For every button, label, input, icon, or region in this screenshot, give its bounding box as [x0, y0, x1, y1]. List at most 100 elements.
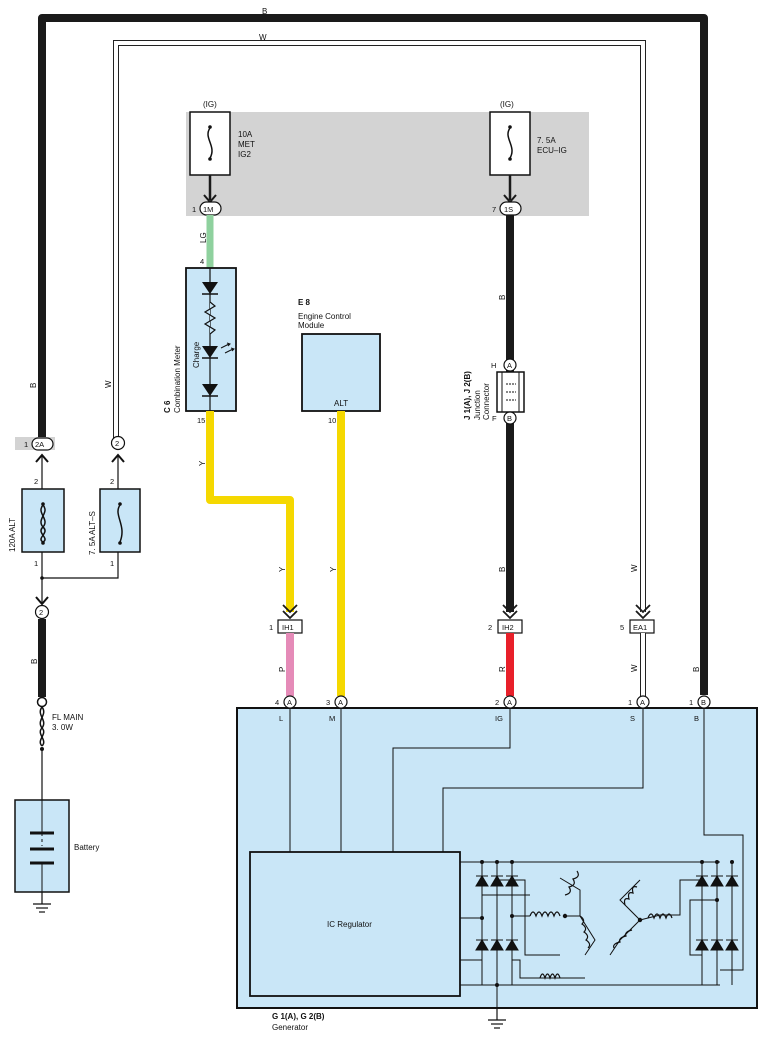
battery-label: Battery	[74, 843, 99, 852]
wire-label-top-b: B	[262, 7, 267, 16]
wire-label-left-b: B	[29, 383, 38, 388]
meter-code: C 6	[163, 400, 172, 413]
wire-label-meter-y: Y	[198, 460, 207, 466]
pin-1s: 7	[492, 205, 496, 214]
ecm-code: E 8	[298, 298, 311, 307]
wire-label-gen-b: B	[692, 667, 701, 672]
fuse-120a-alt-label: 120A ALT	[8, 518, 17, 552]
meter-name: Combination Meter	[173, 345, 182, 413]
rectifier-diodes	[475, 875, 739, 951]
junction-code: J 1(A), J 2(B)	[463, 371, 472, 420]
connector-ih2-label: IH2	[502, 623, 514, 632]
gen-pin-m-num: 3	[326, 698, 330, 707]
wire-label-lg: LG	[199, 232, 208, 243]
wire-label-ih1-y: Y	[278, 566, 287, 572]
ig-label-ecu: (IG)	[500, 100, 514, 109]
pin-fuse-alts-bottom: 1	[110, 559, 114, 568]
meter-diode-bottom	[202, 384, 218, 396]
fuse-met-amp: 10A	[238, 130, 253, 139]
junction-name-1: Junction	[473, 390, 482, 420]
rotor-coil-2	[623, 886, 638, 906]
rotor-coil-3	[613, 929, 633, 949]
ground-icon-generator	[488, 1008, 506, 1029]
pin-ih1: 1	[269, 623, 273, 632]
gen-pin-ig-num: 2	[495, 698, 499, 707]
generator-code: G 1(A), G 2(B)	[272, 1012, 325, 1021]
wire-label-top-w: W	[259, 33, 267, 42]
gen-pin-s-num: 1	[628, 698, 632, 707]
pin-ecm-10: 10	[328, 416, 336, 425]
ic-regulator	[249, 851, 461, 997]
fl-main-label: FL MAIN	[52, 713, 83, 722]
wire-label-s-w: W	[630, 564, 639, 572]
gen-pin-m-a: A	[338, 698, 343, 707]
junction-pin-f-label: F	[492, 414, 497, 423]
fuse-alt-s-label: 7. 5A ALT–S	[88, 511, 97, 555]
fuse-ecu-amp: 7. 5A	[537, 136, 556, 145]
ground-icon-battery	[33, 892, 51, 913]
fuse-met-circuit: IG2	[238, 150, 251, 159]
gen-terminal-s: S	[630, 714, 635, 723]
wire-label-ecm-y: Y	[329, 566, 338, 572]
connector-2-b	[34, 604, 50, 620]
fl-main-rating: 3. 0W	[52, 723, 73, 732]
stator-coil-2	[564, 870, 579, 896]
wire-w-top-inner	[114, 41, 645, 612]
pin-fuse-alt-top: 2	[34, 477, 38, 486]
connector-2a-label: 2A	[35, 440, 44, 449]
connector-ea1-label: EA1	[633, 623, 647, 632]
generator-name: Generator	[272, 1023, 308, 1032]
ecm-name-1: Engine Control	[298, 312, 351, 321]
junction-pin-h-label: H	[491, 361, 496, 370]
gen-terminal-l: L	[279, 714, 283, 723]
pin-ea1: 5	[620, 623, 624, 632]
engine-control-module	[301, 333, 381, 412]
gen-terminal-ig: IG	[495, 714, 503, 723]
wire-label-p: P	[278, 667, 287, 672]
connector-2a	[31, 437, 54, 451]
connector-1m-label: 1M	[203, 205, 213, 214]
fuse-ecu-name: ECU–IG	[537, 146, 567, 155]
ecm-name-2: Module	[298, 321, 325, 330]
meter-diode-top	[202, 282, 218, 294]
junction-pin-h-a: A	[507, 361, 512, 370]
wire-label-s-w2: W	[630, 664, 639, 672]
wire-label-r: R	[498, 666, 507, 672]
charge-lamp-led	[202, 346, 218, 358]
ecm-terminal-alt: ALT	[334, 399, 348, 408]
pin-meter-4: 4	[200, 257, 204, 266]
connector-2-w	[110, 435, 126, 451]
pin-ih2: 2	[488, 623, 492, 632]
junction-pin-f-b: B	[507, 414, 512, 423]
gen-pin-b-b: B	[701, 698, 706, 707]
ic-regulator-label: IC Regulator	[327, 920, 372, 929]
pin-fuse-alt-bottom: 1	[34, 559, 38, 568]
gen-pin-l-a: A	[287, 698, 292, 707]
gen-pin-ig-a: A	[507, 698, 512, 707]
wire-y-meter	[206, 411, 294, 612]
gen-pin-s-a: A	[640, 698, 645, 707]
fuse-met-name: MET	[238, 140, 255, 149]
stator-coil-1	[529, 911, 561, 918]
connector-2-b-label: 2	[39, 608, 43, 617]
connector-ih1-label: IH1	[282, 623, 294, 632]
wire-label-ecu-b: B	[498, 295, 507, 300]
ig-label-met: (IG)	[203, 100, 217, 109]
connector-2-w-label: 2	[115, 439, 119, 448]
pin-meter-15: 15	[197, 416, 205, 425]
gen-terminal-b: B	[694, 714, 699, 723]
connector-1s-label: 1S	[504, 205, 513, 214]
fuse-met-element	[207, 127, 213, 159]
wire-label-bat-b: B	[30, 659, 39, 664]
pin-fuse-alts-top: 2	[110, 477, 114, 486]
meter-resistor	[203, 301, 217, 335]
charge-lamp-label: Charge	[192, 341, 201, 368]
wire-label-ih2-b: B	[498, 567, 507, 572]
junction-pin-h	[503, 358, 517, 372]
pin-1m: 1	[192, 205, 196, 214]
pin-2a: 1	[24, 440, 28, 449]
rotor-coil-1	[647, 913, 673, 920]
gen-pin-l-num: 4	[275, 698, 279, 707]
junction-name-2: Connector	[482, 383, 491, 420]
